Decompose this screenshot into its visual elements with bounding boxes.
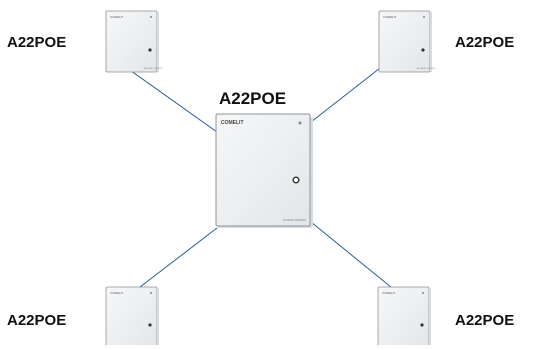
screw-icon: [422, 292, 424, 294]
footer-text: ACCESS CONTROL: [417, 67, 436, 70]
screw-icon: [423, 16, 425, 18]
footer-text: ACCESS CONTROL: [283, 219, 307, 222]
brand-logo: COMELIT: [221, 120, 244, 126]
label-bottom-left: A22POE: [7, 312, 67, 329]
enclosure-body: [378, 10, 431, 73]
enclosure-body: [105, 286, 158, 350]
lock-icon: [421, 48, 425, 52]
label-center: A22POE: [219, 89, 287, 108]
enclosure-side: [157, 288, 159, 348]
screw-icon: [298, 121, 302, 125]
enclosure-body: [377, 286, 430, 350]
enclosure-bottom-left: COMELIT: [105, 286, 159, 350]
enclosure-side: [429, 288, 431, 348]
brand-logo: COMELIT: [382, 291, 396, 295]
enclosure-top-right: COMELIT ACCESS CONTROL: [378, 10, 436, 73]
screw-icon: [150, 292, 152, 294]
lock-icon: [420, 323, 424, 327]
enclosure-side: [157, 12, 159, 72]
brand-logo: COMELIT: [110, 15, 124, 19]
enclosure-side: [309, 117, 313, 227]
brand-logo: COMELIT: [383, 15, 397, 19]
connector-bottom-left: [126, 227, 218, 298]
enclosure-center: COMELIT ACCESS CONTROL: [215, 113, 313, 228]
enclosure-bottom-right: COMELIT: [377, 286, 431, 350]
enclosure-body: [105, 10, 158, 73]
brand-logo: COMELIT: [110, 291, 124, 295]
enclosure-side: [430, 12, 432, 72]
connector-top-left: [119, 62, 218, 133]
label-bottom-right: A22POE: [455, 312, 515, 329]
lock-icon: [148, 323, 152, 327]
enclosure-top-left: COMELIT ACCESS CONTROL: [105, 10, 163, 73]
label-top-right: A22POE: [455, 34, 515, 51]
label-top-left: A22POE: [7, 34, 67, 51]
footer-text: ACCESS CONTROL: [144, 67, 163, 70]
enclosure-body: [215, 113, 311, 227]
connector-bottom-right: [310, 221, 398, 293]
lock-icon: [148, 48, 152, 52]
lock-icon: [292, 176, 300, 184]
screw-icon: [150, 16, 152, 18]
